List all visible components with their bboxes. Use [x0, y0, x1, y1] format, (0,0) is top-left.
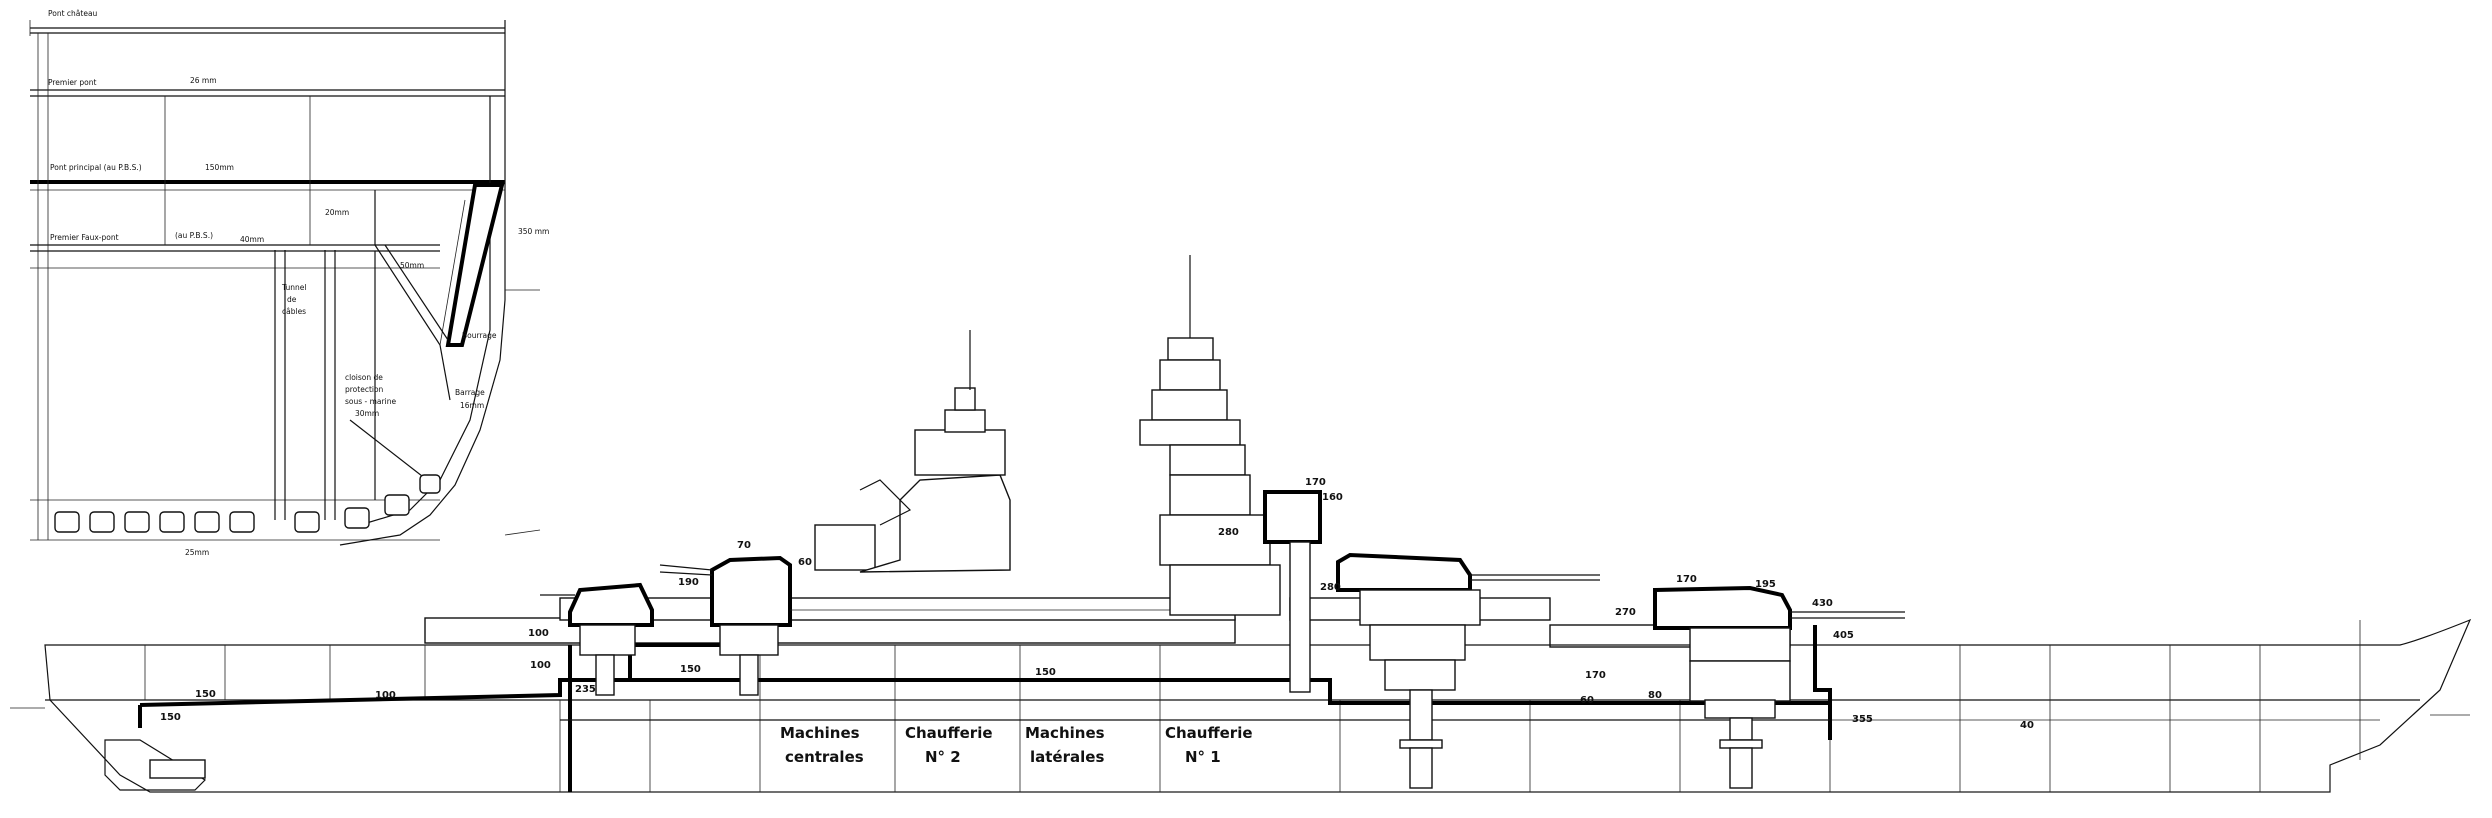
label-premier-faux-pont: Premier Faux-pont — [50, 233, 119, 242]
armor-150-stern: 150 — [160, 712, 181, 723]
armor-60: 60 — [798, 557, 812, 568]
armor-100-b: 100 — [530, 660, 551, 671]
aft-superstructure — [814, 330, 1011, 573]
label-20mm: 20mm — [325, 208, 349, 217]
label-tunnel-2: de — [287, 295, 297, 304]
forward-tower — [1139, 255, 1322, 693]
label-26mm: 26 mm — [190, 76, 217, 85]
label-pont-principal: Pont principal (au P.B.S.) — [50, 163, 142, 172]
armor-labels: 150 150 100 100 100 235 150 150 70 190 6… — [160, 477, 2034, 731]
armor-170-tower: 170 — [1305, 477, 1326, 488]
label-chaufferie-1-1: Chaufferie — [1165, 724, 1253, 742]
armor-235: 235 — [575, 684, 596, 695]
label-machines-centrales-2: centrales — [785, 748, 864, 766]
label-chaufferie-2-1: Chaufferie — [905, 724, 993, 742]
label-machines-centrales-1: Machines — [780, 724, 860, 742]
label-chaufferie-2-2: N° 2 — [925, 748, 961, 766]
double-bottom-cells — [54, 474, 441, 533]
label-tunnel-1: Tunnel — [281, 283, 306, 292]
armor-100-turret: 100 — [528, 628, 549, 639]
armor-430: 430 — [1812, 598, 1833, 609]
armor-150-main: 150 — [1035, 667, 1056, 678]
label-machines-laterales-1: Machines — [1025, 724, 1105, 742]
armor-150-deck: 150 — [195, 689, 216, 700]
label-barrage: Barrage — [455, 388, 485, 397]
armor-270: 270 — [1615, 607, 1636, 618]
label-pont-chateau: Pont château — [48, 9, 98, 18]
label-350mm: 350 mm — [518, 227, 549, 236]
armor-280-tower: 280 — [1218, 527, 1239, 538]
label-25mm: 25mm — [185, 548, 209, 557]
label-40mm: 40mm — [240, 235, 264, 244]
forward-turret-group — [1336, 552, 1905, 789]
aft-turret-group — [540, 555, 1230, 696]
armor-195: 195 — [1755, 579, 1776, 590]
label-150mm: 150mm — [205, 163, 234, 172]
armor-70: 70 — [737, 540, 751, 551]
armor-170-turret: 170 — [1676, 574, 1697, 585]
label-cloison-1: cloison de — [345, 373, 383, 382]
armor-160: 160 — [1322, 492, 1343, 503]
cross-section-inset: Pont château Premier pont 26 mm Pont pri… — [29, 9, 549, 557]
label-cloison-2: protection — [345, 385, 384, 394]
armor-80: 80 — [1648, 690, 1662, 701]
armor-60-deck: 60 — [1580, 695, 1594, 706]
armor-100-deck: 100 — [375, 690, 396, 701]
label-cloison-3: sous - marine — [345, 397, 396, 406]
armor-170-deck: 170 — [1585, 670, 1606, 681]
label-50mm: 50mm — [400, 261, 424, 270]
compartment-labels: Machines centrales Chaufferie N° 2 Machi… — [780, 724, 1253, 766]
armor-190: 190 — [678, 577, 699, 588]
armor-355: 355 — [1852, 714, 1873, 725]
label-bourrage: Bourrage — [462, 331, 497, 340]
label-machines-laterales-2: latérales — [1030, 748, 1104, 766]
label-tunnel-3: câbles — [282, 307, 306, 316]
armor-40-bow: 40 — [2020, 720, 2034, 731]
label-cloison-4: 30mm — [355, 409, 379, 418]
armor-405: 405 — [1833, 630, 1854, 641]
label-chaufferie-1-2: N° 1 — [1185, 748, 1221, 766]
label-16mm: 16mm — [460, 401, 484, 410]
armor-280-barb: 280 — [1320, 582, 1341, 593]
hull-frames — [144, 620, 2361, 792]
label-au-pbs: (au P.B.S.) — [175, 231, 213, 240]
armor-150-mid: 150 — [680, 664, 701, 675]
label-premier-pont: Premier pont — [48, 78, 96, 87]
